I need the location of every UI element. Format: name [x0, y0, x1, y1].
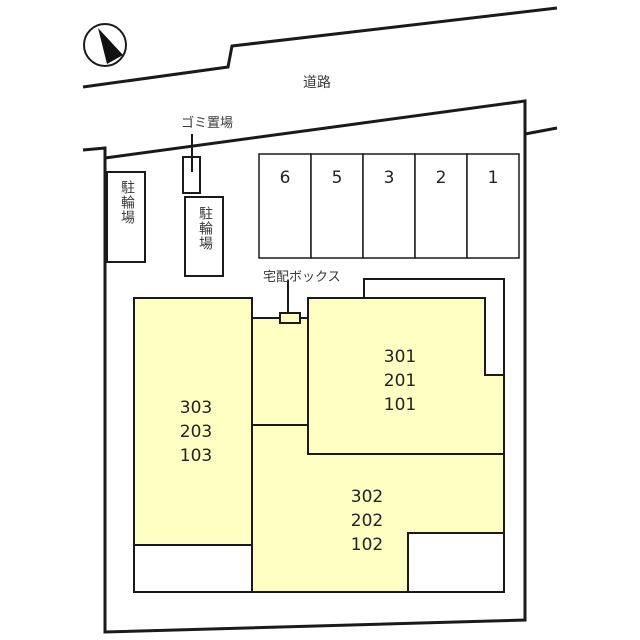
- property-boundary: [82, 99, 527, 634]
- units-northeast: 301 201 101: [370, 345, 430, 417]
- corridor: [251, 317, 309, 426]
- units-southeast: 302 202 102: [337, 485, 397, 557]
- building-northeast: [307, 297, 505, 455]
- road-edge-north: [82, 6, 558, 89]
- parking-stall-3: 3: [383, 168, 395, 188]
- unit-label: 201: [383, 371, 417, 391]
- parking-stall-1: 1: [487, 168, 499, 188]
- building-annex-outline: [363, 278, 505, 400]
- open-space-west: [133, 544, 253, 593]
- road-edge-east: [524, 126, 558, 136]
- unit-label: 302: [350, 487, 384, 507]
- delivery-box: [279, 312, 301, 324]
- unit-label: 301: [383, 347, 417, 367]
- unit-label: 103: [179, 446, 213, 466]
- parking-stall-6: 6: [279, 168, 291, 188]
- units-west: 303 203 103: [166, 396, 226, 468]
- garbage-station-label: ゴミ置場: [181, 116, 234, 131]
- unit-label: 203: [179, 422, 213, 442]
- bicycle-parking-left-label: 駐輪場: [119, 180, 135, 225]
- unit-label: 202: [350, 511, 384, 531]
- road-label: 道路: [303, 75, 331, 91]
- parking-lot: [258, 153, 520, 259]
- unit-label: 303: [179, 398, 213, 418]
- bicycle-parking-left: [106, 171, 146, 263]
- north-arrow-icon: [83, 23, 127, 67]
- open-space-southeast: [407, 532, 505, 593]
- parking-stall-5: 5: [331, 168, 343, 188]
- unit-label: 101: [383, 395, 417, 415]
- bicycle-parking-center: [184, 196, 224, 277]
- unit-label: 102: [350, 535, 384, 555]
- parking-stall-2: 2: [435, 168, 447, 188]
- bicycle-parking-center-label: 駐輪場: [197, 206, 213, 251]
- delivery-box-label: 宅配ボックス: [263, 270, 341, 285]
